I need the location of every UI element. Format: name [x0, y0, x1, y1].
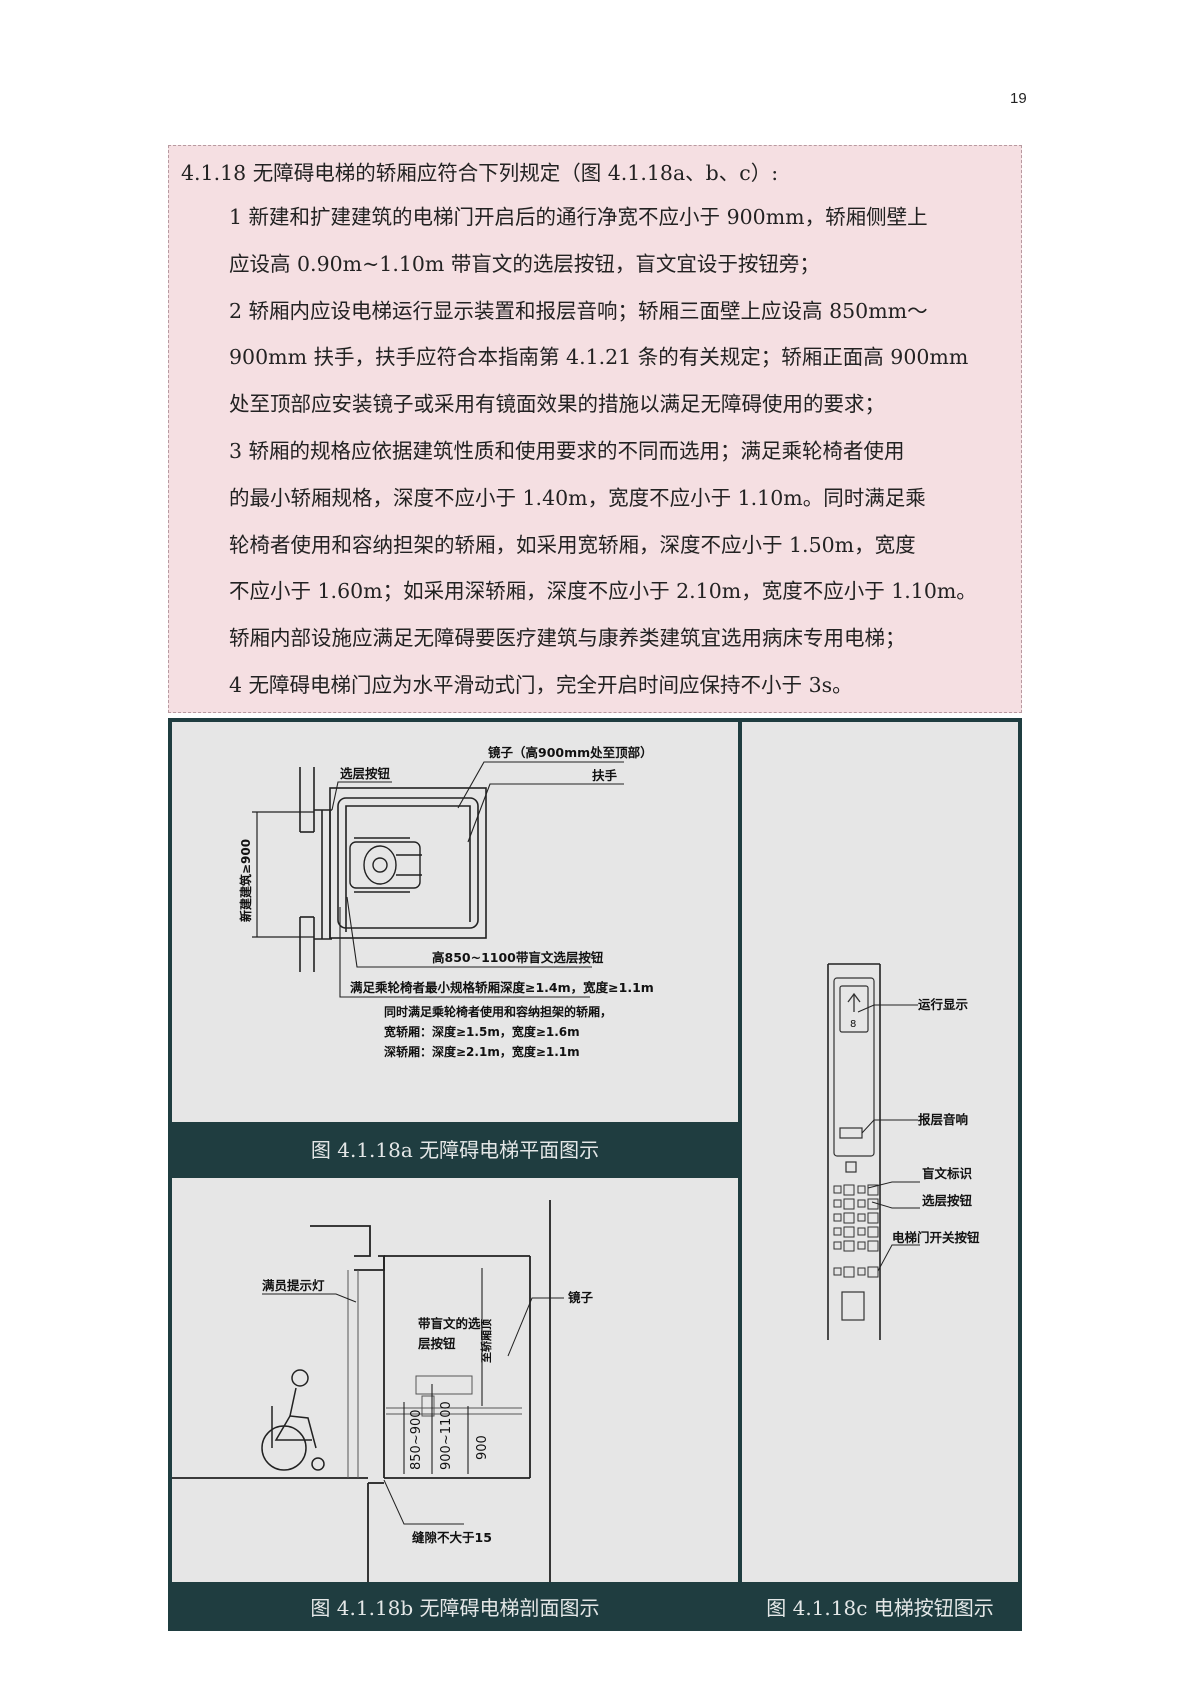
handrail-label: 扶手 [592, 768, 618, 783]
button-panel-drawing: 8 运行显示 报层音响 盲文标识 选层按钮 电梯门开关按钮 [827, 963, 980, 1340]
sound-label: 报层音响 [918, 1112, 968, 1127]
braille-button-label-b1: 带盲文的选 [418, 1316, 481, 1331]
dim-900-1100: 900~1100 [439, 1401, 454, 1470]
braille-label: 盲文标识 [922, 1166, 973, 1181]
rule-line: 2 轿厢内应设电梯运行显示装置和报层音响；轿厢三面壁上应设高 850mm～ [229, 298, 928, 323]
wide-car-label: 宽轿厢：深度≥1.5m，宽度≥1.6m [383, 1024, 580, 1039]
rule-line: 900mm 扶手，扶手应符合本指南第 4.1.21 条的有关规定；轿厢正面高 9… [229, 345, 969, 370]
rule-line: 处至顶部应安装镜子或采用有镜面效果的措施以满足无障碍使用的要求； [229, 392, 885, 417]
rule-title: 4.1.18 无障碍电梯的轿厢应符合下列规定（图 4.1.18a、b、c）: [181, 161, 779, 185]
mirror-label-b: 镜子 [568, 1290, 594, 1305]
braille-button-label: 高850~1100带盲文选层按钮 [432, 950, 604, 965]
rule-lines: 1 新建和扩建建筑的电梯门开启后的通行净宽不应小于 900mm，轿厢侧壁上 应设… [229, 202, 1009, 717]
rule-box: 4.1.18 无障碍电梯的轿厢应符合下列规定（图 4.1.18a、b、c）: 1… [168, 145, 1022, 713]
door-width-label: 新建建筑≥900 [238, 839, 253, 922]
rule-line: 的最小轿厢规格，深度不应小于 1.40m，宽度不应小于 1.10m。同时满足乘 [229, 485, 926, 510]
min-car-label: 满足乘轮椅者最小规格轿厢深度≥1.4m，宽度≥1.1m [350, 980, 654, 995]
page-number: 19 [1010, 90, 1027, 107]
mirror-label: 镜子（高900mm处至顶部） [488, 745, 653, 760]
door-button-label: 电梯门开关按钮 [892, 1230, 980, 1245]
rule-line: 4 无障碍电梯门应为水平滑动式门，完全开启时间应保持不小于 3s。 [229, 672, 853, 697]
wheelchair-icon [349, 837, 422, 893]
figure-c-buttons: 8 运行显示 报层音响 盲文标识 选层按钮 电梯门开关按钮 [742, 722, 1018, 1582]
deep-car-label: 深轿厢：深度≥2.1m，宽度≥1.1m [384, 1044, 580, 1059]
full-load-light-label: 满员提示灯 [262, 1278, 325, 1293]
rule-line: 3 轿厢的规格应依据建筑性质和使用要求的不同而选用；满足乘轮椅者使用 [229, 438, 905, 463]
floor-button-grid [833, 1184, 879, 1278]
rule-line: 轮椅者使用和容纳担架的轿厢，如采用宽轿厢，深度不应小于 1.50m，宽度 [229, 532, 916, 557]
stretcher-label: 同时满足乘轮椅者使用和容纳担架的轿厢， [384, 1004, 612, 1019]
gap-label: 缝隙不大于15 [412, 1530, 492, 1545]
figure-a-plan: 新建建筑≥900 选层按钮 镜子（高900mm处至顶部） 扶手 高850~110… [172, 722, 738, 1122]
rule-line: 应设高 0.90m~1.10m 带盲文的选层按钮，盲文宜设于按钮旁； [229, 251, 820, 276]
display-label: 运行显示 [918, 997, 969, 1012]
floor-button-label-c: 选层按钮 [922, 1193, 973, 1208]
floor-button-label: 选层按钮 [340, 766, 391, 781]
figure-a-caption: 图 4.1.18a 无障碍电梯平面图示 [172, 1122, 738, 1174]
rule-line: 1 新建和扩建建筑的电梯门开启后的通行净宽不应小于 900mm，轿厢侧壁上 [229, 205, 928, 229]
elevator-section-drawing: 满员提示灯 镜子 带盲文的选 层按钮 至轿厢顶 850~900 900~1100… [172, 1200, 594, 1582]
display-arrow-icon [847, 992, 861, 1012]
figure-c-caption: 图 4.1.18c 电梯按钮图示 [742, 1582, 1018, 1631]
to-top-label: 至轿厢顶 [479, 1319, 493, 1363]
rule-line: 不应小于 1.60m；如采用深轿厢，深度不应小于 2.10m，宽度不应小于 1.… [229, 579, 977, 604]
rule-line: 轿厢内部设施应满足无障碍要医疗建筑与康养类建筑宜选用病床专用电梯； [229, 626, 906, 651]
figure-b-section: 满员提示灯 镜子 带盲文的选 层按钮 至轿厢顶 850~900 900~1100… [172, 1178, 738, 1582]
figure-b-caption: 图 4.1.18b 无障碍电梯剖面图示 [172, 1582, 738, 1631]
dim-900: 900 [475, 1435, 490, 1460]
dim-850-900: 850~900 [409, 1409, 424, 1470]
elevator-plan-drawing: 新建建筑≥900 选层按钮 镜子（高900mm处至顶部） 扶手 高850~110… [238, 745, 654, 1059]
wheelchair-user-icon [261, 1369, 325, 1471]
braille-button-label-b2: 层按钮 [418, 1336, 456, 1351]
display-digit: 8 [850, 1019, 856, 1030]
